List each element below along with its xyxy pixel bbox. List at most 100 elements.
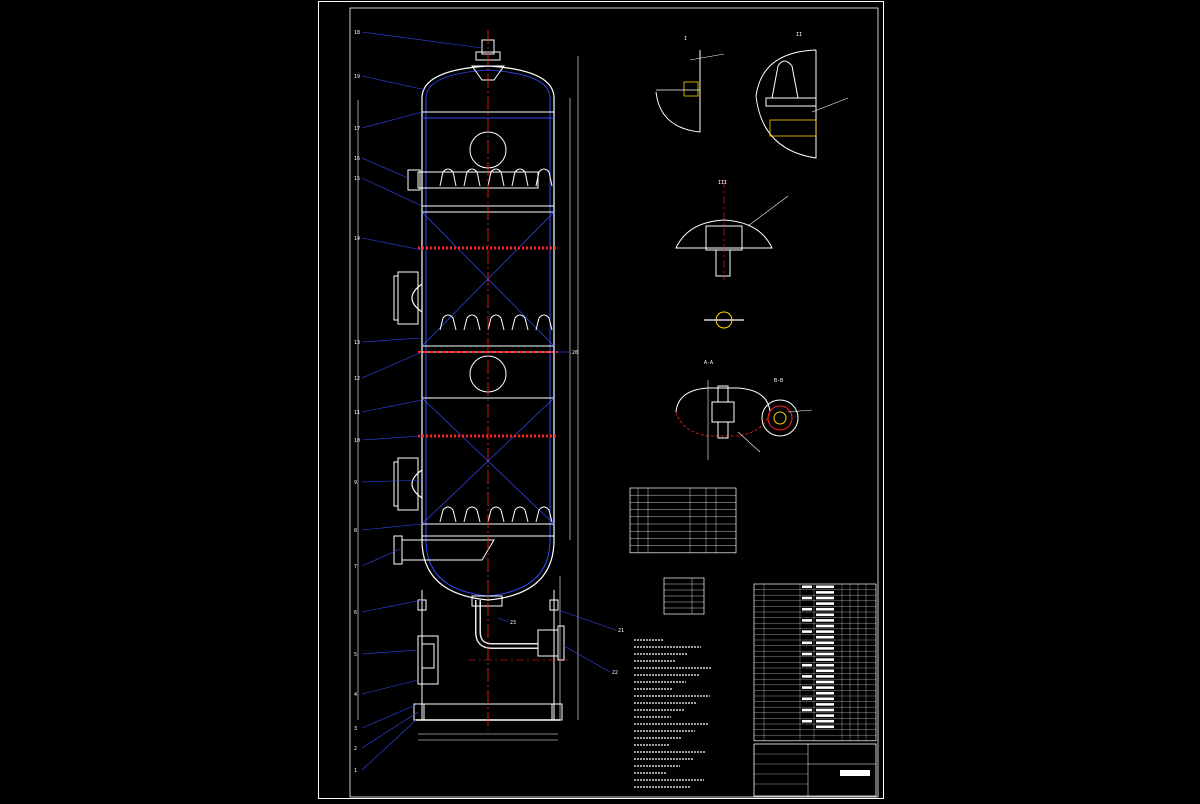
- section-title: III: [718, 180, 727, 186]
- callout-label: 16: [354, 156, 360, 162]
- cell-text: [816, 697, 834, 701]
- section-title: A-A: [704, 360, 713, 366]
- title-frame: [753, 743, 877, 797]
- leader-line: [361, 157, 409, 179]
- callout-label: 15: [354, 176, 360, 182]
- cell-text: [816, 585, 834, 589]
- cell-text: [816, 591, 834, 594]
- callout-label: 3: [354, 726, 357, 732]
- callout-label: 4: [354, 692, 357, 698]
- callout-label: 6: [354, 610, 357, 616]
- cell-text: [816, 619, 834, 622]
- sheet-border: [318, 1, 884, 799]
- leader-line: [361, 479, 423, 483]
- callout-label: 12: [354, 376, 360, 382]
- leader-line: [361, 351, 423, 379]
- cell-text: [802, 675, 812, 678]
- design-data-table: [663, 577, 705, 615]
- cell-text: [816, 635, 834, 639]
- cell-text: [816, 602, 834, 605]
- callout-label: 11: [354, 410, 360, 416]
- leader-line: [361, 711, 419, 749]
- leader-line: [361, 719, 417, 771]
- leader-line: [361, 435, 423, 441]
- callout-label: 18: [354, 30, 360, 36]
- detail-view-small: [704, 311, 744, 329]
- cell-text: [816, 725, 834, 729]
- cell-text: [816, 708, 834, 712]
- callout-label: 22: [612, 670, 618, 676]
- callout-label: 14: [354, 236, 360, 242]
- callout-label: 2: [354, 746, 357, 752]
- callout-label: 5: [354, 652, 357, 658]
- cell-text: [816, 641, 834, 645]
- bubble-cap: [487, 314, 505, 331]
- leader-line: [361, 703, 419, 729]
- cell-text: [802, 596, 812, 600]
- section-title: B-B: [774, 378, 783, 384]
- right-callout-labels: 20 21 22 23: [510, 350, 624, 676]
- detail-view-B-B: [761, 399, 813, 437]
- bubble-cap: [511, 506, 529, 523]
- callout-label: 20: [572, 350, 578, 356]
- cell-text: [802, 630, 812, 633]
- cell-text: [816, 703, 834, 706]
- leader-line: [361, 547, 403, 567]
- inner-border: [349, 7, 879, 798]
- dimension-lines: [357, 56, 579, 741]
- bubble-cap: [487, 168, 505, 187]
- callout-label: 9: [354, 480, 357, 486]
- drawing-name: [840, 770, 870, 776]
- bubble-cap: [439, 314, 457, 331]
- column-body: [413, 39, 565, 721]
- cell-text: [802, 686, 812, 689]
- cell-text: [802, 619, 812, 622]
- technical-requirements: [634, 639, 712, 788]
- leader-line: [497, 617, 509, 623]
- callout-label: 8: [354, 528, 357, 534]
- bubble-cap: [535, 506, 553, 523]
- title-block: [753, 743, 877, 797]
- callout-label: 1: [354, 768, 357, 774]
- cell-text: [816, 630, 834, 633]
- bubble-cap: [487, 506, 505, 523]
- callout-leaders: [361, 31, 617, 771]
- cell-text: [816, 624, 834, 628]
- bubble-caps: [439, 168, 553, 523]
- bubble-cap: [511, 168, 529, 187]
- cell-text: [802, 641, 812, 645]
- cell-text: [816, 613, 834, 617]
- leader-line: [361, 237, 423, 251]
- cell-text: [816, 596, 834, 600]
- callout-label: 23: [510, 620, 516, 626]
- leader-line: [361, 679, 419, 695]
- cell-text: [816, 675, 834, 678]
- section-title: II: [796, 32, 802, 38]
- detail-view-I: [655, 50, 725, 133]
- callout-label: 19: [354, 74, 360, 80]
- callout-label: 13: [354, 340, 360, 346]
- bubble-cap: [511, 314, 529, 331]
- cell-text: [802, 663, 812, 667]
- leader-line: [361, 111, 423, 129]
- callout-label: 21: [618, 628, 624, 634]
- cell-text: [816, 714, 834, 717]
- cell-text: [816, 669, 834, 673]
- cell-text: [802, 652, 812, 656]
- leader-line: [361, 523, 423, 531]
- section-title: I: [684, 36, 687, 42]
- cell-text: [816, 607, 834, 611]
- cell-text: [816, 647, 834, 650]
- leader-line: [557, 609, 617, 631]
- cell-text: [802, 697, 812, 701]
- cell-text: [816, 686, 834, 689]
- cell-text: [802, 585, 812, 589]
- parts-list: [753, 583, 877, 742]
- leader-line: [361, 337, 423, 343]
- leader-line: [361, 177, 423, 207]
- detail-view-II: [755, 49, 849, 159]
- bubble-cap: [439, 506, 457, 523]
